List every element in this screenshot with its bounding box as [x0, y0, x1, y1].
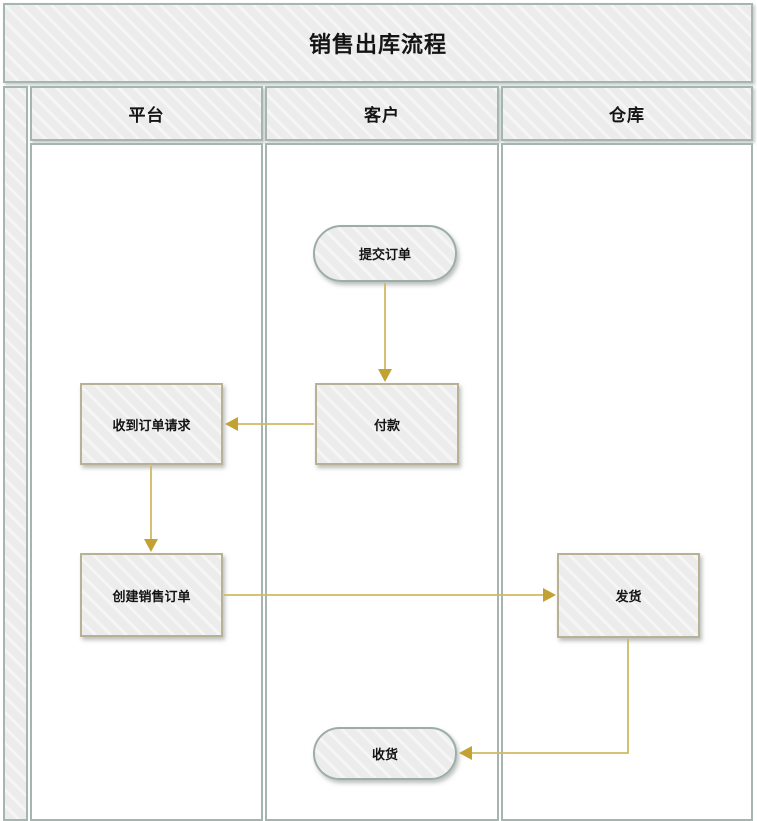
- node-receive-order-request-label: 收到订单请求: [112, 417, 191, 433]
- node-receive-order-request[interactable]: 收到订单请求: [80, 383, 223, 465]
- pool-title: 销售出库流程: [3, 3, 753, 83]
- node-payment-label: 付款: [373, 417, 400, 433]
- node-submit-order[interactable]: 提交订单: [313, 225, 457, 282]
- pool-side-strip: [3, 86, 28, 821]
- lane-body-platform: [30, 143, 263, 821]
- lane-header-platform: 平台: [30, 86, 263, 141]
- node-create-sales-order[interactable]: 创建销售订单: [80, 553, 223, 637]
- lane-header-customer: 客户: [265, 86, 499, 141]
- node-ship-goods-label: 发货: [615, 589, 642, 604]
- node-create-sales-order-label: 创建销售订单: [112, 588, 191, 604]
- node-receive-goods-label: 收货: [371, 747, 398, 762]
- lane-body-warehouse: [501, 143, 753, 821]
- lane-header-warehouse: 仓库: [501, 86, 753, 141]
- node-receive-goods[interactable]: 收货: [313, 727, 457, 780]
- node-submit-order-label: 提交订单: [358, 247, 411, 262]
- node-ship-goods[interactable]: 发货: [557, 553, 700, 638]
- node-payment[interactable]: 付款: [315, 383, 459, 465]
